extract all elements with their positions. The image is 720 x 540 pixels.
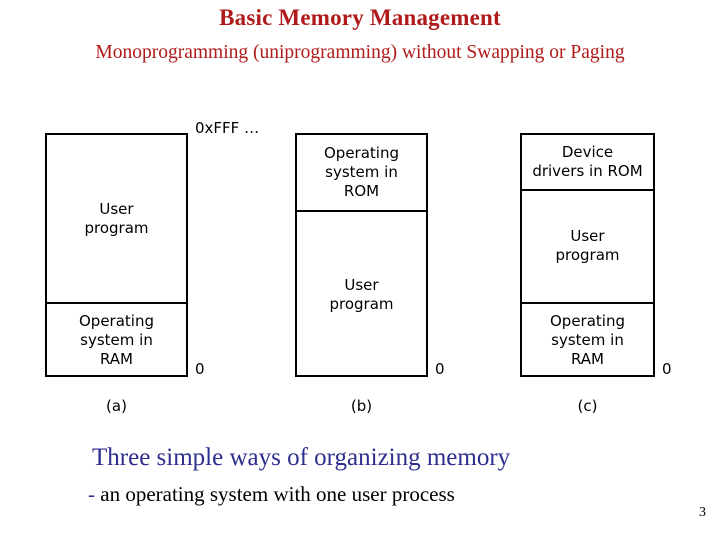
- summary-caption: Three simple ways of organizing memory: [92, 444, 511, 471]
- memory-box-b: Operating system in ROM User program: [295, 133, 428, 377]
- figure-caption-b: (b): [350, 397, 373, 415]
- summary-subcaption: - an operating system with one user proc…: [88, 481, 668, 507]
- figure-caption-c: (c): [577, 397, 598, 415]
- memory-figure-b: Operating system in ROM User program: [295, 133, 428, 377]
- memory-divider-c-2: [522, 302, 653, 304]
- memory-segment-c-device-drivers-rom: Device drivers in ROM: [532, 143, 643, 180]
- address-label-bottom-b: 0: [435, 360, 445, 378]
- page-subtitle: Monoprogramming (uniprogramming) without…: [95, 42, 625, 63]
- figure-caption-a: (a): [106, 397, 127, 415]
- memory-segment-a-operating-system-ram: Operating system in RAM: [79, 312, 154, 368]
- memory-segment-c-operating-system-ram: Operating system in RAM: [550, 312, 625, 368]
- memory-segment-a-user-program: User program: [84, 199, 149, 237]
- address-label-bottom-c: 0: [662, 360, 672, 378]
- page-number: 3: [699, 505, 706, 520]
- memory-divider-c-1: [522, 189, 653, 191]
- address-label-bottom-a: 0: [195, 360, 205, 378]
- memory-segment-c-user-program: User program: [555, 226, 620, 264]
- memory-segment-b-user-program: User program: [329, 275, 394, 313]
- page-title: Basic Memory Management: [219, 5, 501, 30]
- caption-subtext: an operating system with one user proces…: [100, 482, 455, 506]
- caption-dash: -: [88, 482, 95, 506]
- memory-divider-a-1: [47, 302, 186, 304]
- address-label-top-a: 0xFFF …: [195, 119, 260, 137]
- memory-divider-b-1: [297, 210, 426, 212]
- memory-segment-b-operating-system-rom: Operating system in ROM: [324, 144, 399, 200]
